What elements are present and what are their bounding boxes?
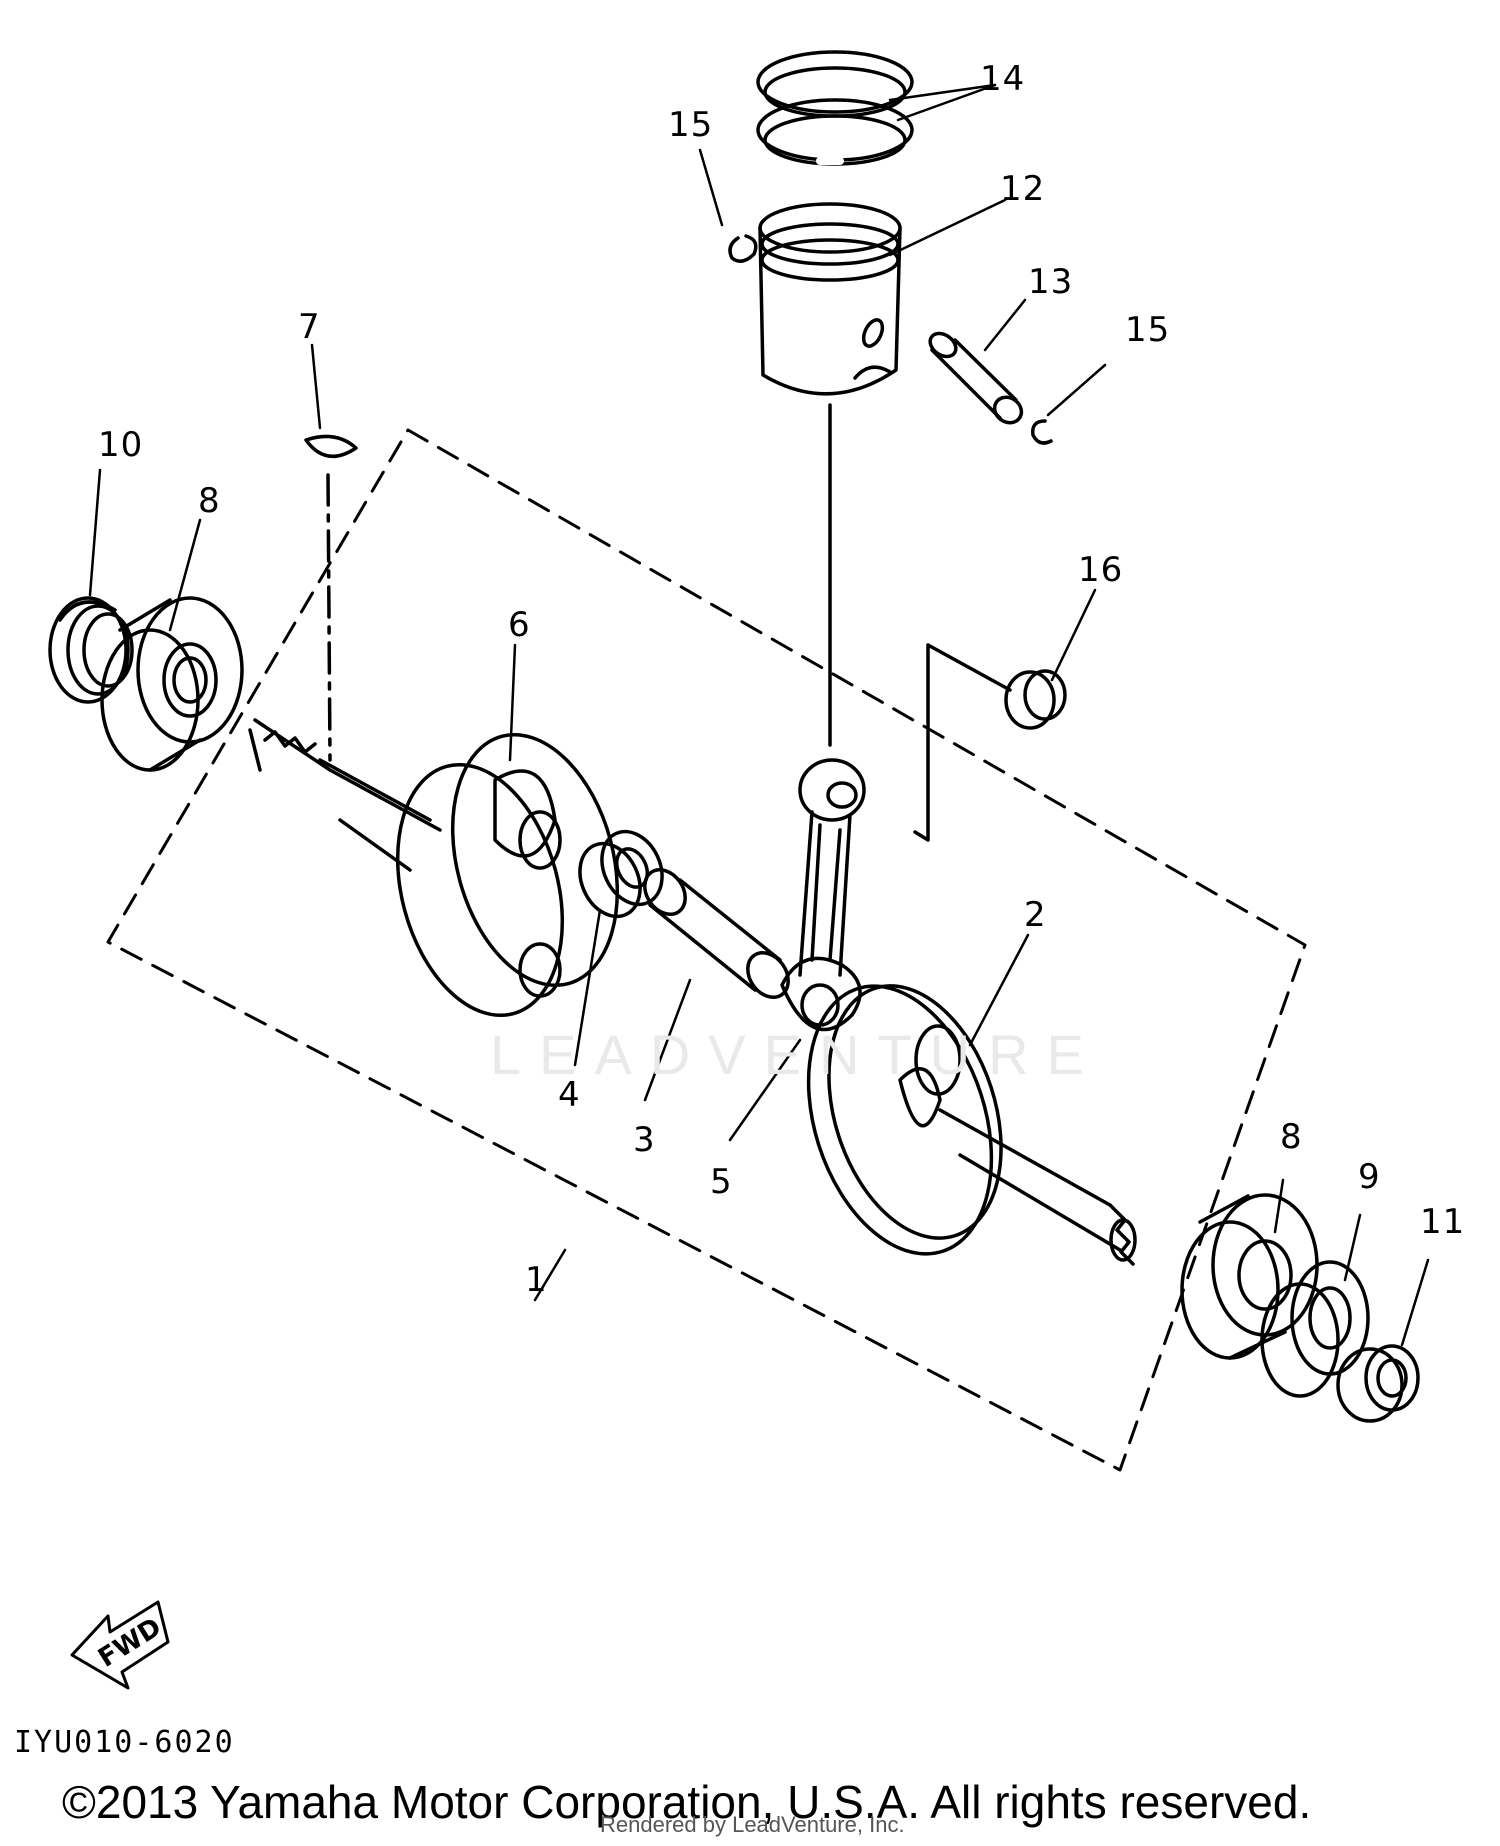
bearing-left [100,596,244,772]
fwd-arrow [70,1600,170,1690]
callout-14[interactable]: 14 [980,59,1026,99]
oil-seal-left [48,596,134,704]
callout-10[interactable]: 10 [98,425,144,465]
callout-11[interactable]: 11 [1420,1202,1466,1242]
collar [1336,1344,1420,1423]
crank-pin [643,868,790,999]
copyright-notice: ©2013 Yamaha Motor Corporation, U.S.A. A… [62,1776,1312,1828]
render-credit: Rendered by LeadVenture, Inc. [600,1812,905,1837]
callout-4[interactable]: 4 [558,1075,581,1115]
callout-8-left[interactable]: 8 [198,481,221,521]
piston-rings [756,50,914,166]
callout-15-right[interactable]: 15 [1125,310,1171,350]
circlip-right [1031,419,1053,445]
crank-web-left [248,718,620,1018]
crank-web-right [806,984,1137,1266]
piston-pin [928,331,1024,425]
oil-seal-right [1260,1260,1370,1398]
callout-3[interactable]: 3 [633,1120,656,1160]
bearing-right [1180,1193,1319,1360]
crankshaft-assembly-boundary [106,428,1307,1472]
callout-1[interactable]: 1 [525,1260,548,1300]
callout-8-right[interactable]: 8 [1280,1117,1303,1157]
needle-bearing [578,829,664,919]
callout-6[interactable]: 6 [508,605,531,645]
callout-2[interactable]: 2 [1024,895,1047,935]
callout-15-left[interactable]: 15 [668,105,714,145]
callout-9[interactable]: 9 [1358,1157,1381,1197]
circlip-left [728,234,758,263]
leader-lines [88,83,1430,1347]
callout-5[interactable]: 5 [710,1162,733,1202]
callout-16[interactable]: 16 [1078,550,1124,590]
piston [758,202,902,747]
callout-13[interactable]: 13 [1028,262,1074,302]
diagram-code: IYU010-6020 [14,1725,235,1760]
woodruff-key [304,434,358,458]
callout-12[interactable]: 12 [1000,169,1046,209]
connecting-rod [780,758,866,1032]
small-end-bearing [913,643,1067,842]
watermark-text: LEADVENTURE [490,1023,1102,1086]
callout-7[interactable]: 7 [298,307,321,347]
